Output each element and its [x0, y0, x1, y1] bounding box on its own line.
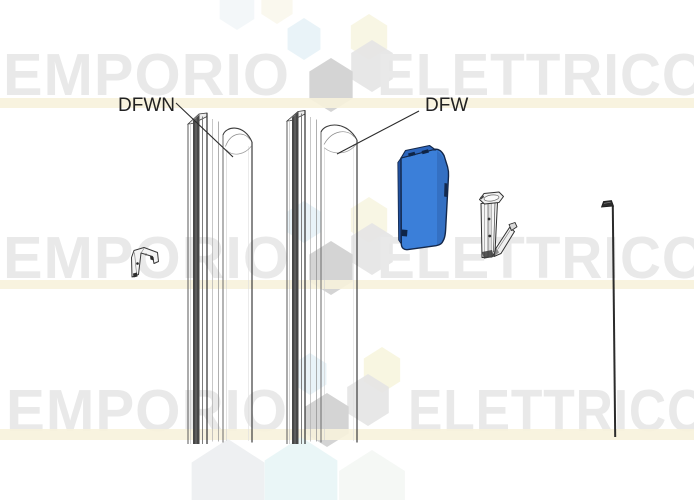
part-blue-cover — [397, 144, 450, 251]
watermark-word-elettrico: ELETTRICO — [377, 42, 694, 108]
cover-clip-detail — [401, 229, 408, 237]
watermark-word-emporio: EMPORIO — [3, 42, 290, 108]
part-clip — [131, 247, 159, 278]
profile-assembly-left — [186, 112, 253, 444]
hexagon-logo-mark — [191, 439, 265, 500]
label-dfw: DFW — [425, 95, 468, 116]
watermark-bottom-hexagons — [191, 437, 405, 500]
watermark-row-2: EMPORIO ELETTRICO — [0, 197, 694, 295]
rod-head — [600, 200, 615, 208]
bracket-hole — [487, 217, 491, 221]
part-hook-bracket — [479, 191, 518, 259]
hexagon-logo-mark — [339, 450, 405, 500]
part-rod — [600, 200, 617, 438]
seal-profile-dfwn — [222, 127, 253, 443]
leader-line-dfw — [336, 110, 420, 155]
hexagon-logo-mark — [219, 0, 255, 30]
cover-side-notch — [444, 183, 448, 197]
clip-hole — [136, 262, 139, 265]
seal-profile-dfw — [320, 124, 358, 443]
profile-assembly-right — [285, 110, 358, 444]
label-dfwn: DFWN — [118, 95, 175, 116]
bracket-hole — [488, 234, 492, 238]
cover-slot — [421, 149, 429, 155]
watermark-stripe — [0, 98, 694, 108]
bracket-arm-tip — [508, 222, 518, 231]
watermark-row-3: EMPORIO ELETTRICO — [0, 347, 694, 447]
hexagon-logo-mark — [287, 18, 321, 60]
watermark-row-1: EMPORIO ELETTRICO — [0, 14, 694, 112]
bracket-arm — [493, 227, 515, 257]
cover-slot — [408, 151, 416, 157]
leader-line-dfwn — [175, 102, 234, 158]
hexagon-logo-mark — [261, 0, 293, 24]
watermark-stripe — [0, 429, 694, 440]
watermark-stripe — [0, 280, 694, 289]
